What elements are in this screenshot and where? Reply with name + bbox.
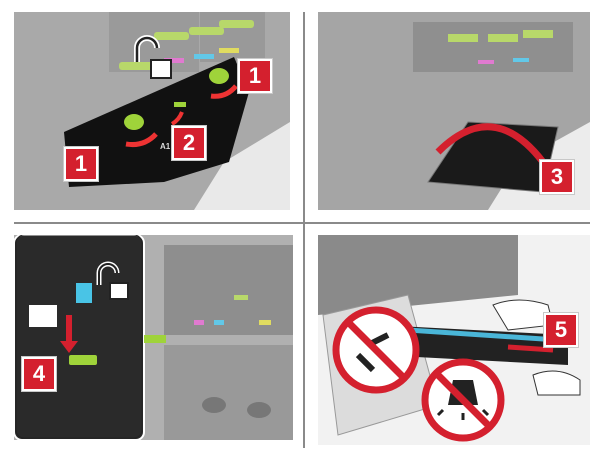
printer-illustration-imaging-unit (14, 235, 293, 440)
step-panel-1: A1 1 1 2 (14, 12, 290, 210)
step-panel-2: 3 (318, 12, 590, 210)
step-badge-3: 3 (540, 160, 574, 194)
arrow-icon (435, 123, 546, 165)
lock-knob-left (124, 114, 144, 130)
part-label: A1 (160, 142, 171, 151)
step-badge-1-right: 1 (238, 59, 272, 93)
step-badge-5: 5 (544, 313, 578, 347)
no-touch-drum-icon (332, 306, 420, 394)
step-badge-4: 4 (22, 357, 56, 391)
vertical-divider (303, 12, 305, 448)
hand-right (532, 370, 581, 396)
step-panel-3: 4 (14, 235, 293, 440)
step-panel-4: 5 (318, 235, 590, 445)
step-badge-1-left: 1 (64, 147, 98, 181)
no-light-icon (421, 358, 505, 442)
printer-illustration-pull-imaging-unit (318, 235, 590, 445)
step-badge-2: 2 (172, 126, 206, 160)
printer-illustration-unlock (14, 12, 290, 210)
unlock-icon (134, 35, 172, 79)
unlock-icon (96, 261, 129, 300)
horizontal-divider (14, 222, 590, 224)
